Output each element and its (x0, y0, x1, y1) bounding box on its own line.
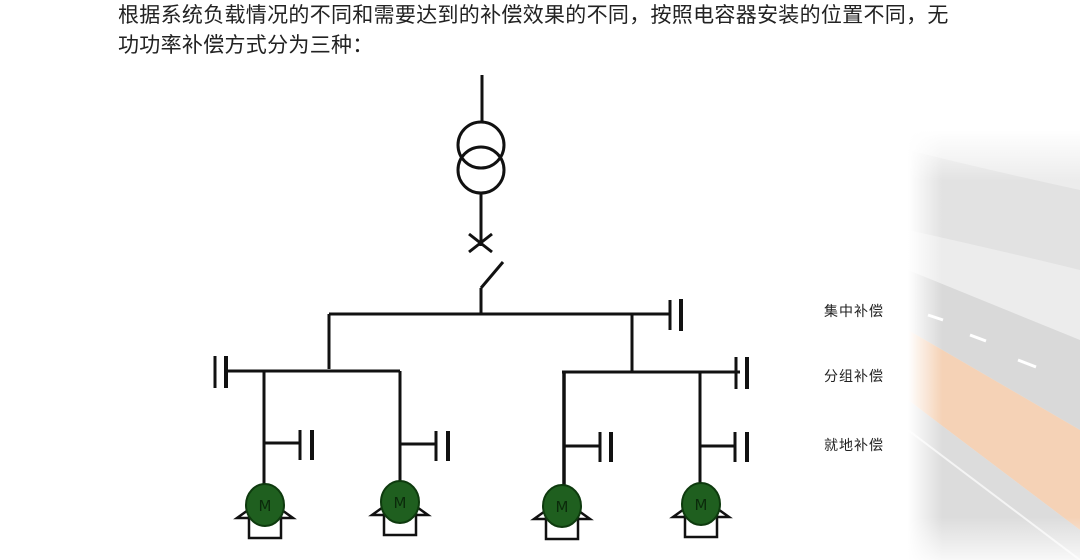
capacitor-local-2-icon (400, 431, 450, 461)
transformer-icon (456, 120, 506, 195)
motor-4-icon: M (669, 482, 733, 539)
capacitor-group-left-icon (213, 356, 228, 388)
capacitor-local-1-icon (264, 430, 314, 460)
motor-3-icon: M (530, 484, 594, 541)
capacitor-centralized-icon (633, 299, 683, 331)
background-road-photo (908, 130, 1080, 560)
svg-text:M: M (695, 496, 708, 514)
label-centralized-compensation: 集中补偿 (824, 304, 884, 320)
label-local-compensation: 就地补偿 (824, 438, 884, 454)
svg-text:M: M (556, 498, 569, 516)
label-group-compensation: 分组补偿 (824, 369, 884, 385)
capacitor-local-4-icon (700, 432, 749, 462)
reactive-power-compensation-diagram: M M M M (213, 75, 749, 541)
svg-text:M: M (259, 497, 272, 515)
svg-text:M: M (394, 494, 407, 512)
disconnect-switch-icon (479, 261, 505, 314)
capacitor-local-3-icon (564, 432, 613, 462)
motor-2-icon: M (368, 480, 432, 537)
intro-paragraph: 根据系统负载情况的不同和需要达到的补偿效果的不同，按照电容器安装的位置不同，无功… (118, 3, 949, 57)
capacitor-group-right-icon (734, 357, 749, 389)
motor-1-icon: M (233, 483, 297, 540)
